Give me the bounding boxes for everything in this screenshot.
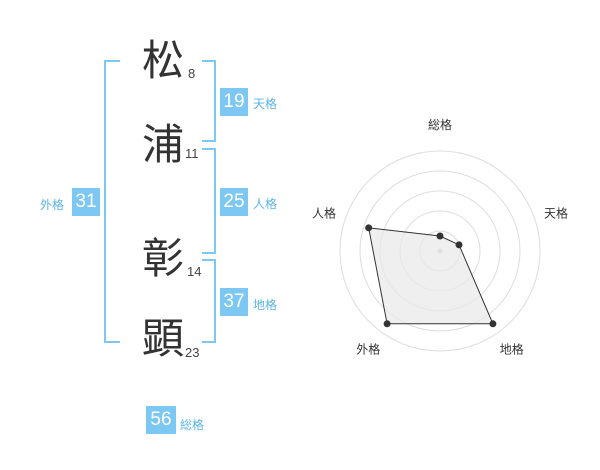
soukaku-badge: 56 xyxy=(146,406,176,434)
radar-axis-label-1: 天格 xyxy=(544,205,568,220)
tenkaku-badge: 19 xyxy=(220,88,248,116)
tenkaku-bracket xyxy=(202,60,216,142)
chikaku-badge: 37 xyxy=(220,288,248,316)
radar-point-4 xyxy=(365,224,373,232)
radar-ring-5 xyxy=(339,150,541,352)
jinkaku-label: 人格 xyxy=(253,197,278,211)
radar-point-2 xyxy=(489,320,497,328)
chikaku-label: 地格 xyxy=(253,298,278,312)
name-char-2: 浦 xyxy=(142,120,185,169)
gaikaku-badge: 31 xyxy=(72,188,100,216)
radar-axis-label-4: 人格 xyxy=(312,205,336,220)
tenkaku-label: 天格 xyxy=(253,97,278,111)
name-char-3: 彰 xyxy=(142,234,185,283)
name-char-4: 顕 xyxy=(142,314,185,363)
radar-points xyxy=(365,224,497,328)
radar-point-3 xyxy=(383,320,391,328)
chikaku-bracket xyxy=(202,259,216,343)
radar-axis-label-0: 総格 xyxy=(428,117,452,132)
radar-axis-label-3: 外格 xyxy=(356,342,380,357)
radar-axis-label-2: 地格 xyxy=(500,342,524,357)
radar-point-1 xyxy=(455,241,463,249)
radar-polygon xyxy=(368,227,494,325)
radar-point-0 xyxy=(436,232,444,240)
gaikaku-label: 外格 xyxy=(40,198,65,212)
jinkaku-bracket xyxy=(202,148,216,254)
gaikaku-bracket xyxy=(104,60,120,343)
stroke-count-4: 23 xyxy=(185,345,200,360)
name-char-1: 松 xyxy=(142,36,185,85)
jinkaku-badge: 25 xyxy=(220,188,248,216)
stroke-count-3: 14 xyxy=(187,264,202,279)
stroke-count-1: 8 xyxy=(188,66,196,81)
radar-ring-4 xyxy=(359,170,521,332)
stroke-count-2: 11 xyxy=(185,146,199,161)
soukaku-label: 総格 xyxy=(180,418,205,432)
